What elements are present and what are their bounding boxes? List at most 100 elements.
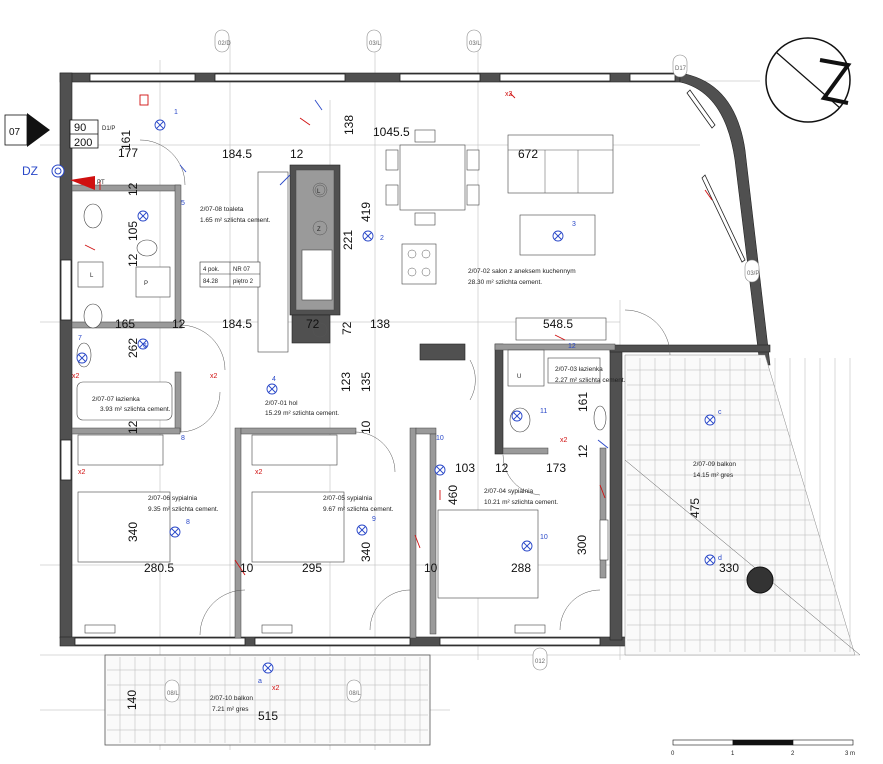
axis-label-a3: 03/L [469,41,481,47]
marker-x2-bed1: x2 [78,469,86,476]
axis-label-a4: D17 [675,66,687,72]
marker-3: 3 [572,221,576,228]
marker-5: 5 [181,200,185,207]
dim-262: 262 [126,338,140,358]
marker-x2-bath: x2 [560,437,568,444]
svg-text:2/07-08 toaleta: 2/07-08 toaleta [200,206,244,213]
marker-4: 4 [272,376,276,383]
marker-11: 11 [540,408,547,415]
annotation-markers [70,92,713,576]
door-swings [139,139,671,636]
dimensions: 177 161 184.5 12 138 1045.5 672 419 221 … [115,115,739,723]
fixture-label-l2: L [90,273,94,279]
room-06-id: 2/07-06 [148,495,170,502]
room-03-name: łazienka [579,366,603,373]
marker-x2-left: x2 [72,373,80,380]
svg-text:2.27 m² szlichta cement.: 2.27 m² szlichta cement. [555,377,626,384]
svg-text:2/07-07 łazienka: 2/07-07 łazienka [92,396,140,403]
room-10-area: 7.21 m² [212,706,235,713]
dim-177: 177 [118,146,138,160]
dim-295: 295 [302,561,322,575]
room-01-area: 15.29 m² [265,410,291,417]
light-icon-cross [78,354,86,362]
svg-text:2/07-03 łazienka: 2/07-03 łazienka [555,366,603,373]
axis-bubbles [164,29,760,703]
axis-label-a7: 08/L [349,691,361,697]
room-03-area: 2.27 m² [555,377,578,384]
scale-tick-0: 0 [671,751,675,757]
room-labels: 2/07-08 toaleta 1.65 m² szlichta cement.… [92,206,736,713]
marker-1: 1 [174,109,178,116]
marker-9: 9 [372,516,376,523]
furniture [76,129,614,634]
scale-bar [672,739,854,746]
room-07-floor: szlichta cement. [124,406,171,413]
room-01-name: hol [289,400,298,407]
unit-number: NR 07 [233,267,251,273]
svg-text:2/07-01 hol: 2/07-01 hol [265,400,298,407]
balcony-right-floor [624,354,861,656]
light-icon-cross [358,526,366,534]
dim-12b: 12 [126,182,140,196]
unit-floor: piętro 2 [233,279,254,285]
dim-330: 330 [719,561,739,575]
room-07-id: 2/07-07 [92,396,114,403]
axis-label-a8: 012 [535,659,546,665]
scale-tick-1: 1 [731,751,735,757]
svg-text:2/07-05 sypialnia: 2/07-05 sypialnia [323,495,373,502]
room-04-id: 2/07-04 [484,488,506,495]
dim-140: 140 [125,690,139,710]
dim-184-5b: 184.5 [222,317,252,331]
dim-135: 135 [359,372,373,392]
marker-numbers: 1 2 3 4 5 6 7 8 9 10 11 12 8 10 a c d x2… [72,91,722,692]
marker-x2-hall: x2 [210,373,218,380]
dim-672: 672 [518,147,538,161]
room-09-id: 2/07-09 [693,461,715,468]
dim-165: 165 [115,317,135,331]
axis-label-a6: 08/L [167,691,179,697]
light-icon-cross [171,528,179,536]
room-09-floor: gres [720,472,733,479]
room-10-id: 2/07-10 [210,695,232,702]
dim-515: 515 [258,709,278,723]
room-03-floor: szlichta cement. [579,377,626,384]
marker-7: 7 [78,335,82,342]
svg-text:14.15 m² gres: 14.15 m² gres [693,472,734,479]
room-02-area: 28.30 m² [468,279,494,286]
dim-72: 72 [306,317,320,331]
dim-12f: 12 [576,444,590,458]
room-07-area: 3.93 m² [100,406,123,413]
svg-text:2/07-04 sypialnia: 2/07-04 sypialnia [484,488,534,495]
dim-280-5: 280.5 [144,561,174,575]
room-05-id: 2/07-05 [323,495,345,502]
dim-138a: 138 [342,115,356,135]
marker-x2-bed2: x2 [255,469,263,476]
marker-8b: 8 [181,435,185,442]
entrance-number: 07 [9,127,21,138]
dim-460: 460 [446,485,460,505]
marker-10: 10 [540,534,548,541]
room-05-name: sypialnia [347,495,373,502]
dim-90: 90 [74,122,86,134]
marker-8: 8 [186,519,190,526]
dim-161b: 161 [576,392,590,412]
room-03-id: 2/07-03 [555,366,577,373]
svg-text:2/07-09 balkon: 2/07-09 balkon [693,461,736,468]
entrance-tag [4,113,99,178]
dim-12g: 12 [495,461,509,475]
dim-340a: 340 [126,522,140,542]
room-06-area: 9.35 m² [148,506,171,513]
dim-548-5: 548.5 [543,317,573,331]
marker-2: 2 [380,235,384,242]
room-05-floor: szlichta cement. [347,506,394,513]
dim-12d: 12 [172,317,186,331]
dim-12a: 12 [290,147,304,161]
unit-rooms: 4 pok. [203,267,220,273]
light-icon-cross [436,466,444,474]
light-icon-cross [706,416,714,424]
room-08-floor: szlichta cement. [224,217,271,224]
svg-text:9.35 m² szlichta cement.: 9.35 m² szlichta cement. [148,506,219,513]
svg-text:2/07-02 salon z aneksem kuchen: 2/07-02 salon z aneksem kuchennym [468,268,576,275]
light-icon-cross [523,542,531,550]
dim-10c: 10 [424,561,438,575]
